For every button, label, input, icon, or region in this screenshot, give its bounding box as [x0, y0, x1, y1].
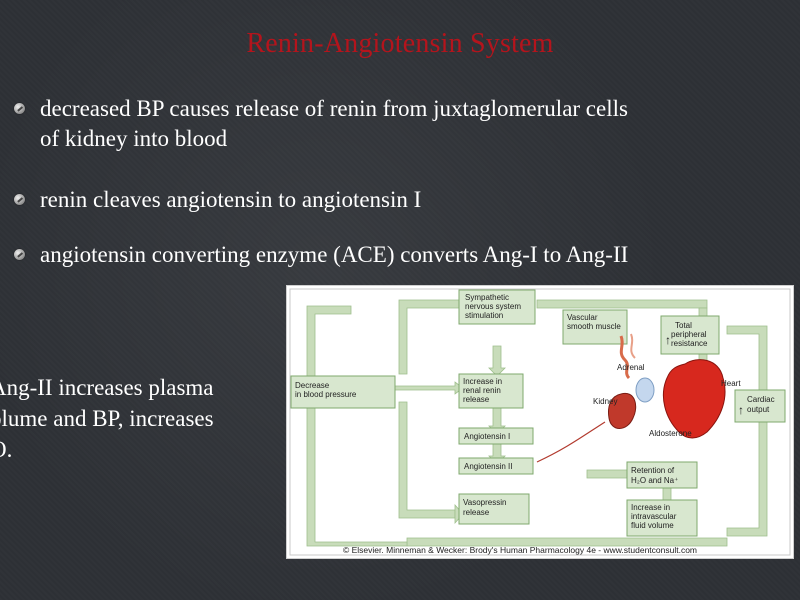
box-sympathetic-label: stimulation: [465, 311, 503, 320]
loop-top: [536, 299, 708, 309]
box-angiotensin-1-label: Angiotensin I: [464, 432, 510, 441]
box-vascular: Vascular smooth muscle: [562, 309, 628, 345]
up-arrow-icon: ↑: [738, 403, 744, 417]
box-intravascular-label: fluid volume: [631, 521, 674, 530]
kidney-icon: [608, 392, 637, 429]
box-sympathetic-label: Sympathetic: [465, 293, 509, 302]
diagram-svg: Sympathetic nervous system stimulation V…: [289, 288, 791, 556]
side-text-line: Ang-II increases plasma: [0, 375, 214, 400]
box-vascular-label: Vascular: [567, 313, 598, 322]
box-cardiac-output: Cardiac output: [734, 389, 786, 423]
bullet-line: angiotensin converting enzyme (ACE) conv…: [40, 242, 629, 267]
box-angiotensin-2-label: Angiotensin II: [464, 462, 512, 471]
renin-angiotensin-diagram: Sympathetic nervous system stimulation V…: [286, 285, 794, 559]
box-retention: Retention of H₂O and Na⁺: [626, 461, 698, 489]
figure-credit: © Elsevier. Minneman & Wecker: Brody's H…: [343, 545, 697, 555]
bullet-item-renin-cleaves: renin cleaves angiotensin to angiotensin…: [14, 185, 774, 215]
vascular-muscle-illustration: [619, 333, 636, 380]
heart-label: Heart: [721, 379, 741, 388]
ang2-effects-text: Ang-II increases plasma olume and BP, in…: [0, 372, 270, 465]
ang2-to-kidney-line: [536, 421, 606, 463]
bullet-item-renin-release: decreased BP causes release of renin fro…: [14, 94, 774, 154]
box-increase-renin-label: Increase in: [463, 377, 502, 386]
box-angiotensin-1: Angiotensin I: [458, 427, 534, 445]
box-intravascular: Increase in intravascular fluid volume: [626, 499, 698, 537]
bullet-line: decreased BP causes release of renin fro…: [40, 96, 628, 121]
box-vasopressin-label: Vasopressin: [463, 498, 506, 507]
box-cardiac-output-label: Cardiac: [747, 395, 775, 404]
bullet-icon: [14, 249, 25, 260]
box-increase-renin-label: renal renin: [463, 386, 501, 395]
adrenal-icon: [635, 377, 655, 403]
box-intravascular-label: intravascular: [631, 512, 677, 521]
box-resistance-label: resistance: [671, 339, 708, 348]
slide-title: Renin-Angiotensin System: [246, 28, 554, 59]
box-resistance: Total peripheral resistance: [660, 315, 720, 355]
box-sympathetic: Sympathetic nervous system stimulation: [458, 289, 536, 325]
aldosterone-label: Aldosterone: [649, 429, 692, 438]
arrow-right-retention: [586, 469, 628, 479]
box-retention-label: Retention of: [631, 466, 675, 475]
arrow-down-renin: [488, 345, 506, 377]
pathway-arrows: [306, 299, 768, 547]
box-retention-label: H₂O and Na⁺: [631, 476, 678, 485]
box-angiotensin-2: Angiotensin II: [458, 457, 534, 475]
box-cardiac-output-label: output: [747, 405, 770, 414]
bullet-line: of kidney into blood: [40, 126, 228, 151]
box-decrease-bp: Decrease in blood pressure: [290, 375, 396, 409]
adrenal-label: Adrenal: [617, 363, 645, 372]
heart-icon: [663, 359, 726, 439]
box-intravascular-label: Increase in: [631, 503, 670, 512]
box-decrease-bp-label: Decrease: [295, 381, 330, 390]
bullet-line: renin cleaves angiotensin to angiotensin…: [40, 187, 422, 212]
box-increase-renin-label: release: [463, 395, 490, 404]
kidney-label: Kidney: [593, 397, 617, 406]
box-vasopressin-label: release: [463, 508, 490, 517]
box-vasopressin: Vasopressin release: [458, 493, 530, 525]
box-decrease-bp-label: in blood pressure: [295, 390, 357, 399]
box-increase-renin: Increase in renal renin release: [458, 373, 524, 409]
bullet-icon: [14, 103, 25, 114]
box-resistance-label: peripheral: [671, 330, 707, 339]
box-resistance-label: Total: [675, 321, 692, 330]
bullet-icon: [14, 194, 25, 205]
box-sympathetic-label: nervous system: [465, 302, 521, 311]
box-vascular-label: smooth muscle: [567, 322, 621, 331]
bullet-item-ace: angiotensin converting enzyme (ACE) conv…: [14, 240, 774, 270]
side-text-line: olume and BP, increases: [0, 406, 214, 431]
up-arrow-icon: ↑: [665, 333, 671, 347]
side-text-line: O.: [0, 437, 13, 462]
